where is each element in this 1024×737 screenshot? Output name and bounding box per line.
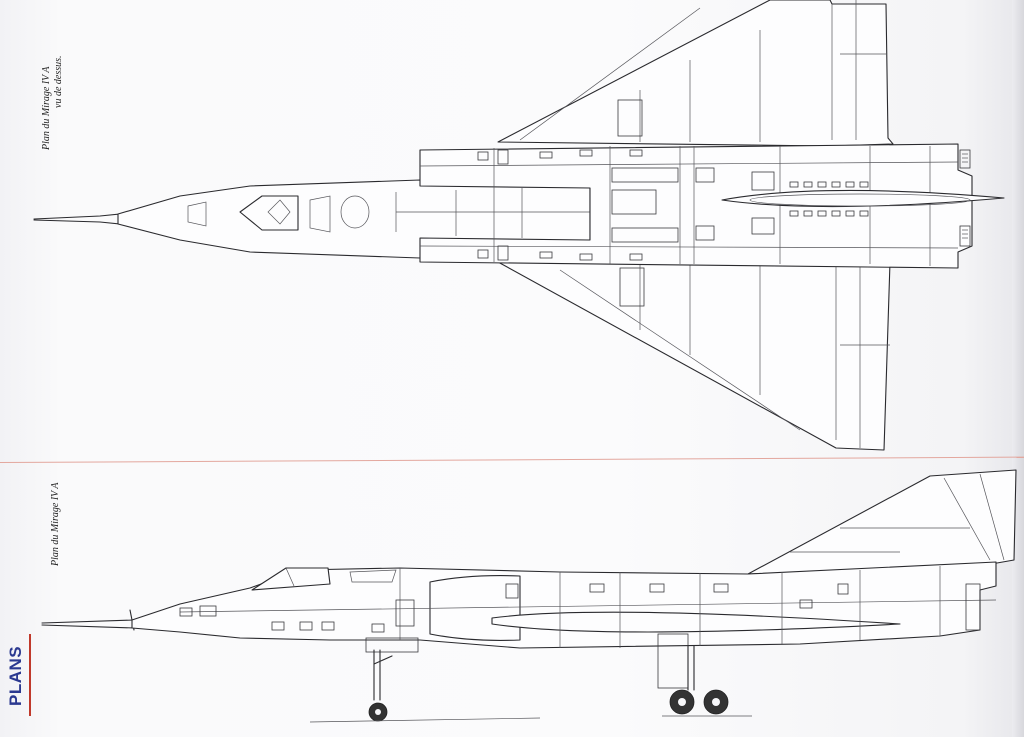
side-panel-lines xyxy=(179,566,997,648)
vertical-fin xyxy=(747,469,1017,575)
access-hatches xyxy=(539,149,869,261)
fin-panel-lines xyxy=(790,473,1005,561)
side-fuselage xyxy=(131,561,997,649)
wing-panel-lines xyxy=(519,0,890,448)
section-accent-rule xyxy=(29,634,31,716)
rear-fuselage xyxy=(419,143,973,269)
ground-line-front xyxy=(309,717,541,723)
exhaust-nozzles xyxy=(959,149,971,247)
nose-landing-gear xyxy=(365,637,419,722)
side-nose-probe xyxy=(41,619,136,629)
belly-pod xyxy=(491,611,901,633)
cockpit-canopy xyxy=(239,195,299,231)
center-pod xyxy=(721,189,1005,208)
page-binding-edge xyxy=(1012,0,1024,737)
main-landing-gear xyxy=(657,633,729,715)
